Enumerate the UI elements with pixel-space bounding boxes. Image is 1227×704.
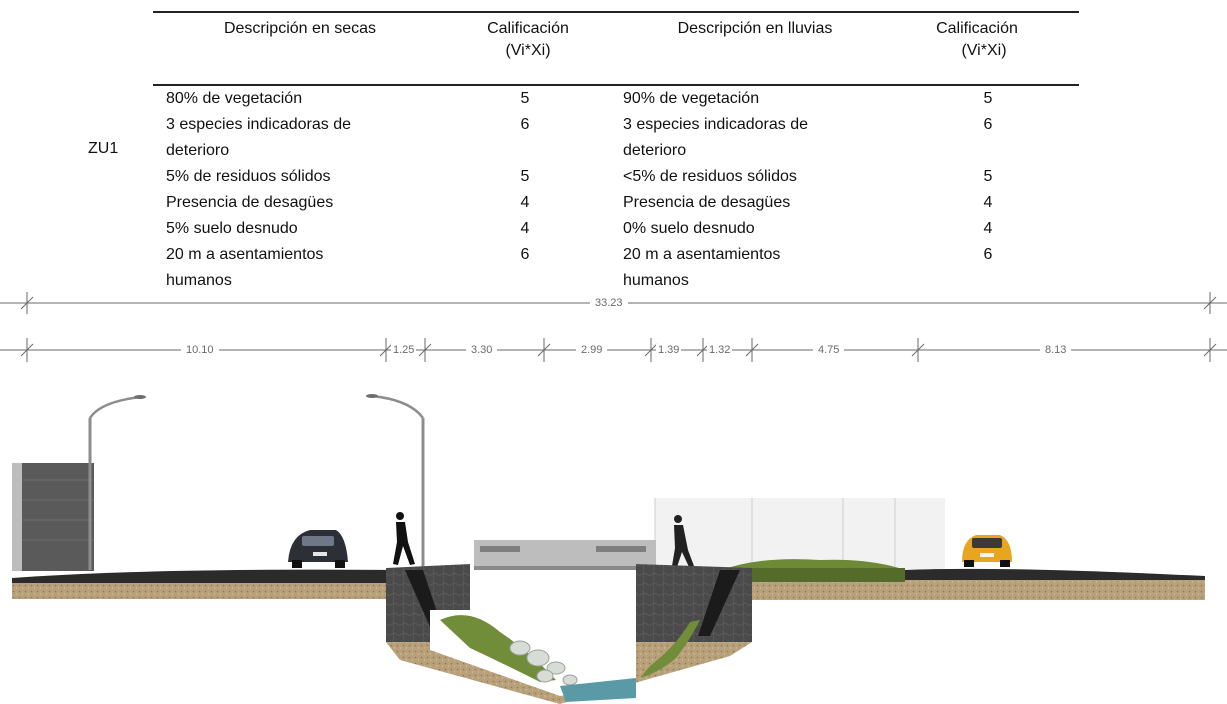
header-dry-score-line2: (Vi*Xi) [505,42,551,59]
row-4-wet-score: 4 [983,220,993,237]
car-dark [288,530,348,568]
table-header-rule [153,84,1079,86]
row-4-wet-desc: 0% suelo desnudo [623,220,755,237]
boundary-wall-left [12,463,94,571]
row-5-dry-desc-cont: humanos [166,272,232,289]
row-0-dry-desc: 80% de vegetación [166,90,303,107]
row-2-dry-score: 5 [520,168,530,185]
row-1-dry-score: 6 [520,116,530,133]
car-yellow [962,535,1012,567]
row-4-dry-desc: 5% suelo desnudo [166,220,298,237]
drainage-channel [386,564,752,704]
channel-grass-right [640,620,700,678]
background-fence-right [654,498,945,570]
row-3-wet-score: 4 [983,194,993,211]
channel-rocks [509,640,578,686]
dim-segment-2: 1.25 [391,344,417,357]
dim-total-label: 33.23 [590,297,628,310]
row-1-dry-desc-cont: deterioro [166,142,230,159]
dim-segment-8: 8.13 [1040,344,1072,357]
channel-grass-left [440,615,556,682]
header-wet-score-line1: Calificación [936,20,1018,37]
row-5-dry-score: 6 [520,246,530,263]
row-5-dry-desc: 20 m a asentamientos [166,246,324,263]
row-2-dry-desc: 5% de residuos sólidos [166,168,331,185]
row-5-wet-desc-cont: humanos [623,272,689,289]
row-5-wet-score: 6 [983,246,993,263]
row-0-dry-score: 5 [520,90,530,107]
street-lamp-right [366,394,425,570]
pedestrian-left [393,512,415,565]
dim-segment-3: 3.30 [466,344,498,357]
row-2-wet-desc: <5% de residuos sólidos [623,168,797,185]
row-3-wet-desc: Presencia de desagües [623,194,791,211]
row-3-dry-score: 4 [520,194,530,211]
header-dry-description: Descripción en secas [223,20,377,37]
dim-segment-7: 4.75 [813,344,845,357]
segment-ticks [20,338,1217,362]
pedestrian-right [672,515,694,567]
dim-segment-1: 10.10 [181,344,219,357]
row-3-dry-desc: Presencia de desagües [166,194,334,211]
row-1-wet-score: 6 [983,116,993,133]
road-left [12,569,390,586]
street-lamp-left [88,395,146,570]
header-dry-score: Calificación (Vi*Xi) [458,18,598,62]
row-0-wet-desc: 90% de vegetación [623,90,760,107]
table-top-rule [153,11,1079,13]
header-wet-score-line2: (Vi*Xi) [961,42,1007,59]
row-0-wet-score: 5 [983,90,993,107]
row-1-wet-desc: 3 especies indicadoras de [623,116,809,133]
dim-segment-4: 2.99 [576,344,608,357]
row-1-dry-desc: 3 especies indicadoras de [166,116,352,133]
header-wet-score: Calificación (Vi*Xi) [907,18,1047,62]
grass-strip [722,559,905,570]
row-4-dry-score: 4 [520,220,530,237]
dim-segment-6: 1.32 [707,344,733,357]
row-1-wet-desc-cont: deterioro [623,142,687,159]
header-wet-description: Descripción en lluvias [677,20,833,37]
zone-label: ZU1 [88,140,119,157]
bridge-deck [474,540,656,570]
row-2-wet-score: 5 [983,168,993,185]
channel-water [560,678,636,702]
dim-segment-5: 1.39 [656,344,682,357]
row-5-wet-desc: 20 m a asentamientos [623,246,781,263]
header-dry-score-line1: Calificación [487,20,569,37]
street-cross-section [12,394,1205,704]
